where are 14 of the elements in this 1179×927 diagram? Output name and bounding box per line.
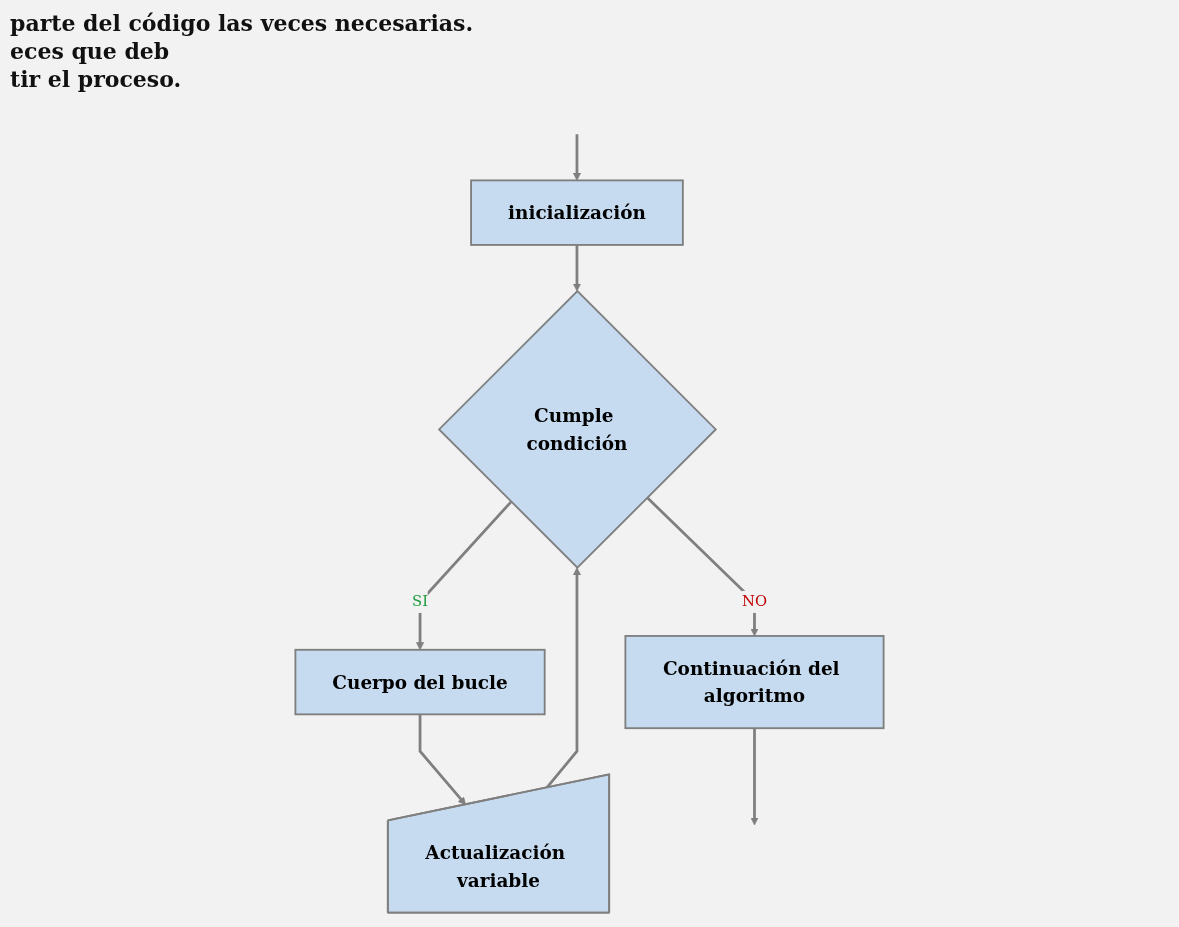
background-text: eces que deb (10, 38, 171, 64)
arrow (750, 728, 759, 826)
arrow (416, 500, 513, 651)
node-diamond: Cumple condición (437, 289, 718, 569)
arrow (572, 134, 581, 181)
arrow (418, 714, 466, 806)
node-box: Continuación del algoritmo (624, 635, 885, 730)
edge-label: NO (741, 592, 767, 611)
background-text: parte del código las veces necesarias. (10, 10, 474, 36)
node-box: Cuerpo del bucle (294, 648, 546, 716)
background-text: tir el proceso. (10, 66, 183, 92)
arrow (572, 244, 581, 292)
node-box: inicialización (470, 179, 684, 246)
edge-label: SI (412, 592, 429, 611)
